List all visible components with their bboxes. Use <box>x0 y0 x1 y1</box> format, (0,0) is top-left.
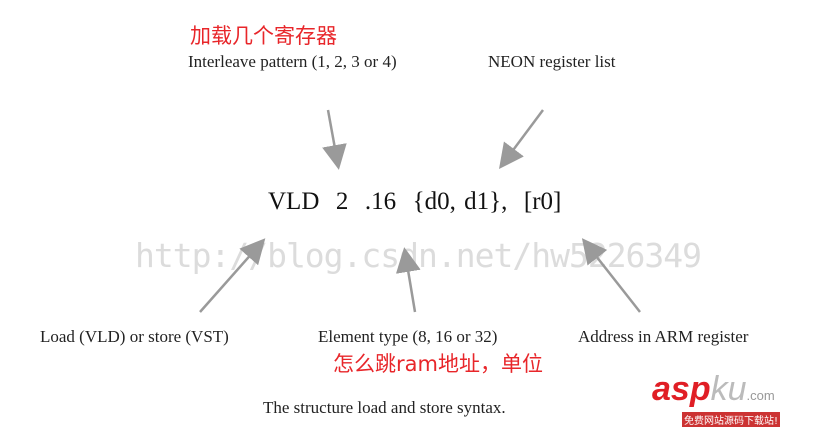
instr-interleave: 2 <box>335 188 349 215</box>
logo-domain: .com <box>746 388 775 403</box>
logo-brand2: ku <box>710 370 747 408</box>
instr-regs: {d0, d1}, <box>412 188 508 215</box>
instr-type: .16 <box>364 188 397 215</box>
element-type-label: Element type (8, 16 or 32) <box>318 327 498 346</box>
top-annotation: 加载几个寄存器 <box>190 24 337 48</box>
logo-tagline: 免费网站源码下载站! <box>682 412 781 427</box>
caption: The structure load and store syntax. <box>263 398 506 417</box>
address-label: Address in ARM register <box>578 327 749 346</box>
aspku-logo: aspku.com 免费网站源码下载站! <box>652 372 781 429</box>
load-store-label: Load (VLD) or store (VST) <box>40 327 229 346</box>
interleave-label: Interleave pattern (1, 2, 3 or 4) <box>188 52 397 71</box>
bottom-annotation: 怎么跳ram地址，单位 <box>333 352 543 376</box>
instruction-syntax: VLD 2 .16 {d0, d1}, [r0] <box>268 188 561 216</box>
arrow-address <box>581 238 641 313</box>
arrow-element <box>395 247 421 313</box>
arrow-interleave <box>322 109 347 170</box>
instr-addr: [r0] <box>523 188 562 215</box>
instr-op: VLD <box>268 188 320 215</box>
arrow-neon <box>499 109 545 170</box>
neon-list-label: NEON register list <box>488 52 616 71</box>
logo-brand: asp <box>652 370 711 408</box>
arrow-loadstore <box>199 238 266 313</box>
